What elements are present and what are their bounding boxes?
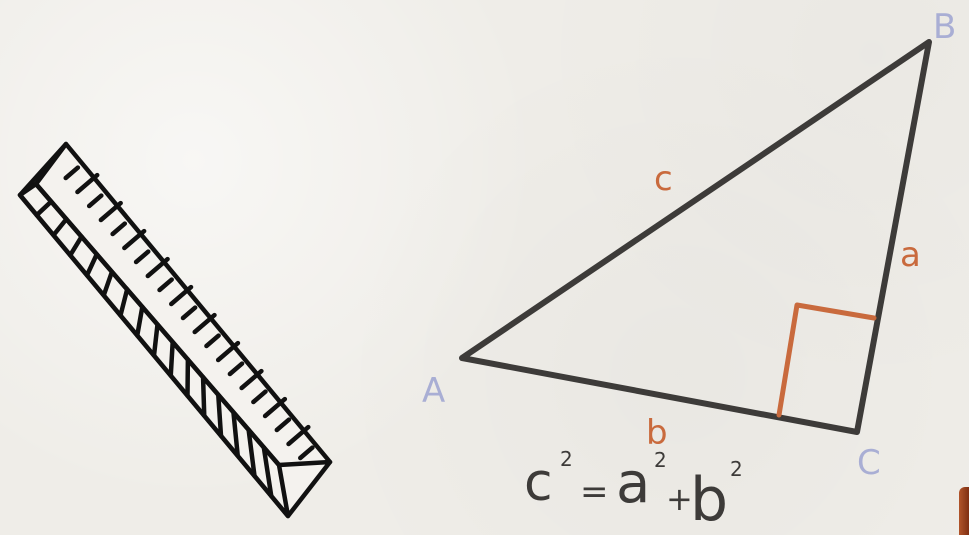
ruler-tick <box>133 249 151 265</box>
vertex-label-c: C <box>857 443 881 483</box>
ruler-tick <box>86 193 104 209</box>
formula-a: a <box>616 451 650 516</box>
formula-plus: + <box>666 480 693 518</box>
formula-c-exponent: 2 <box>560 447 573 471</box>
triangle-outline <box>459 39 932 435</box>
side-label-a: a <box>900 235 921 275</box>
vertex-label-a: A <box>422 371 445 411</box>
side-label-b: b <box>646 413 668 453</box>
ruler-tick <box>286 424 311 447</box>
ruler-tick <box>274 417 292 433</box>
ruler-icon <box>17 141 333 519</box>
pythagorean-formula: c 2 = a 2 + b 2 <box>524 447 743 535</box>
right-angle-marker-icon <box>776 302 877 418</box>
ruler-tick <box>157 277 174 293</box>
vertex-label-b: B <box>933 7 956 47</box>
ruler-tick <box>215 340 241 363</box>
ruler-tick <box>298 445 315 461</box>
ruler-side-mark <box>168 339 175 378</box>
ruler-side-mark <box>34 199 54 218</box>
ruler-tick <box>145 256 170 279</box>
ruler-side-mark <box>200 374 207 418</box>
ruler-side-mark <box>101 269 115 298</box>
formula-b: b <box>690 465 728 535</box>
ruler-side-mark <box>118 287 130 318</box>
ruler-tick <box>204 333 221 349</box>
ruler-tick <box>262 396 288 419</box>
ruler-tick <box>192 312 217 335</box>
ruler-tick <box>180 305 198 321</box>
ruler-side-mark <box>261 445 274 499</box>
ruler-side-mark <box>135 304 145 338</box>
ruler-side-mark <box>246 427 257 479</box>
ruler-tick <box>227 361 245 377</box>
formula-c: c <box>524 453 553 513</box>
formula-b-exponent: 2 <box>730 457 743 481</box>
ruler-side-mark <box>84 252 99 278</box>
formula-equals: = <box>580 472 609 512</box>
corner-decoration <box>959 487 969 535</box>
ruler-tick <box>122 228 147 251</box>
ruler-tick <box>75 172 100 195</box>
ruler-side-mark <box>68 234 84 258</box>
ruler-tick <box>98 200 123 223</box>
formula-a-exponent: 2 <box>654 448 667 472</box>
triangle <box>459 39 932 435</box>
side-label-c: c <box>654 159 673 199</box>
ruler-tick <box>239 368 264 391</box>
ruler-tick <box>63 165 81 181</box>
ruler-side-mark <box>231 410 240 459</box>
ruler-tick <box>110 221 128 237</box>
ruler-side-mark <box>216 392 224 438</box>
ruler-side-mark <box>151 322 160 358</box>
ruler-tick <box>169 284 194 307</box>
ruler-tick <box>251 389 268 405</box>
ruler-side-mark <box>51 216 69 238</box>
